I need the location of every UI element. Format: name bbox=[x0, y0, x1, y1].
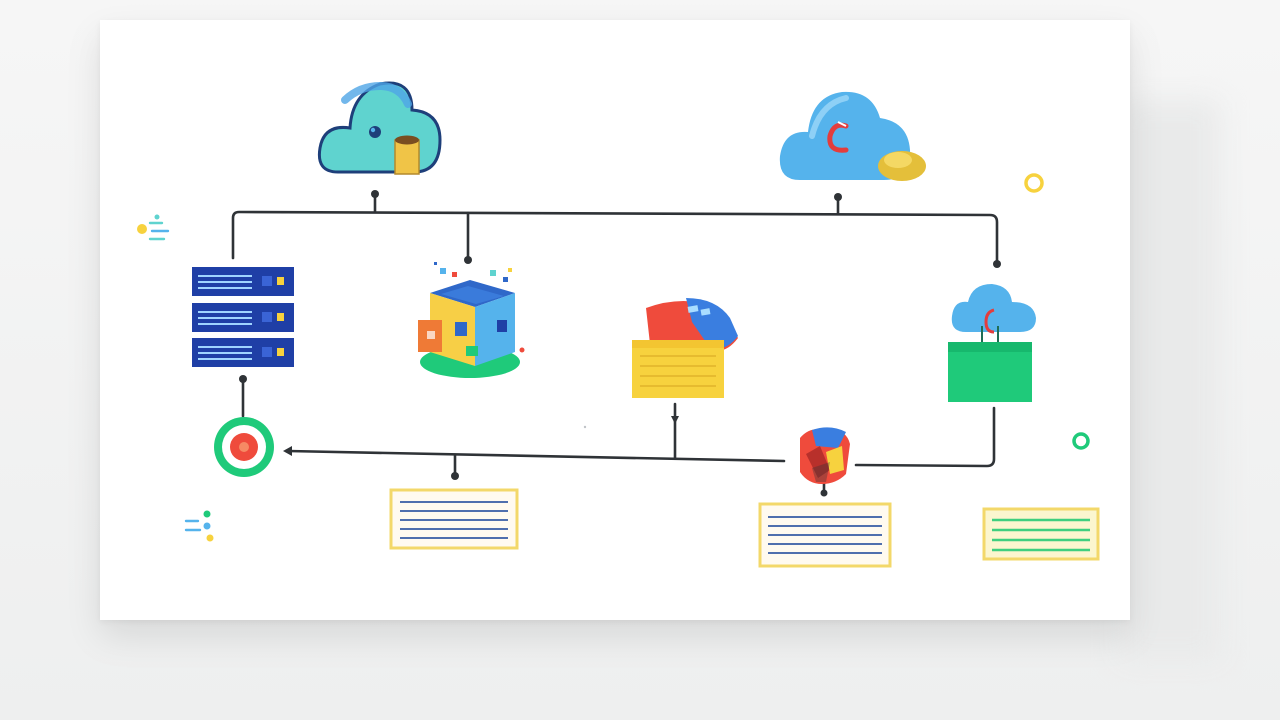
document-panel-icon bbox=[758, 502, 892, 568]
arrow-head-icon bbox=[283, 446, 292, 456]
decorative-ring-icon bbox=[1072, 432, 1090, 450]
cube-icon bbox=[418, 262, 525, 378]
decorative-sparkle-icon bbox=[184, 510, 214, 542]
connector-dot bbox=[464, 256, 472, 264]
target-icon bbox=[214, 417, 274, 477]
cloud-with-c-icon bbox=[779, 91, 926, 181]
bottom-right-bus-line bbox=[854, 406, 996, 468]
decorative-sparkle-icon bbox=[137, 214, 170, 241]
decorative-ring-icon bbox=[1024, 173, 1044, 193]
connector-dot bbox=[371, 190, 379, 198]
connector-dot bbox=[451, 472, 459, 480]
folder-icon bbox=[632, 298, 738, 398]
bottom-bus-line bbox=[286, 449, 786, 463]
connector-dot bbox=[239, 375, 247, 383]
document-panel-icon bbox=[389, 488, 519, 550]
arrow-head-icon bbox=[671, 416, 679, 424]
connector-lines bbox=[231, 194, 999, 496]
card-shadow bbox=[1120, 100, 1220, 660]
chip-cluster-icon bbox=[800, 427, 850, 484]
connector-dot bbox=[820, 489, 828, 497]
cloud-bucket-icon bbox=[948, 284, 1036, 402]
decorative-dot bbox=[583, 425, 587, 429]
connector-dot bbox=[834, 193, 842, 201]
connector-dots bbox=[239, 190, 1001, 497]
connector-dot bbox=[993, 260, 1001, 268]
cloud-with-cup-icon bbox=[317, 81, 442, 175]
top-bus-line bbox=[231, 210, 999, 264]
server-stack-icon bbox=[192, 267, 294, 367]
document-panel-icon bbox=[982, 507, 1100, 561]
